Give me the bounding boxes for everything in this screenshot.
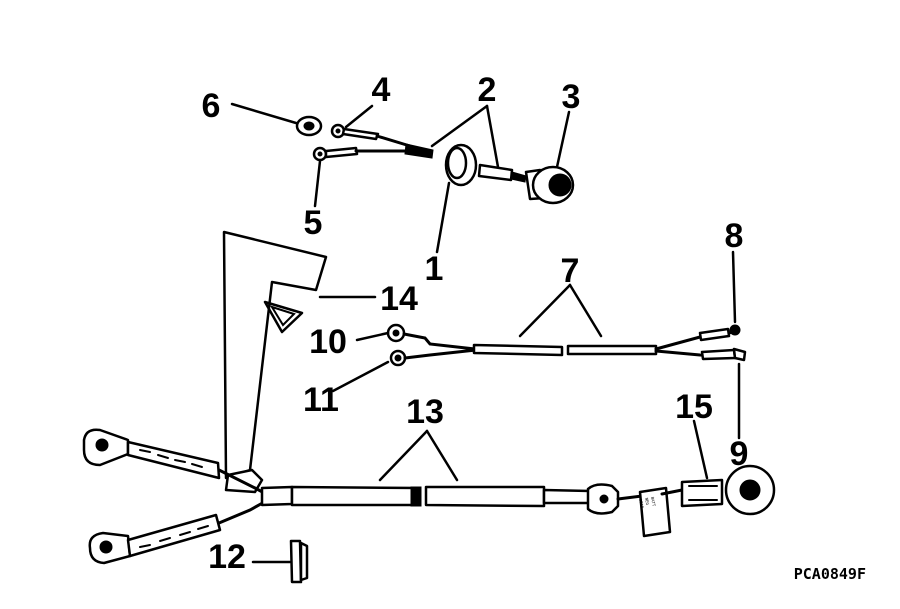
cable-lug-lower-left <box>88 513 222 565</box>
tag-label: BATTNEGLEAD <box>638 486 672 538</box>
terminal-part-8 <box>698 324 741 342</box>
callout-14: 14 <box>380 280 418 318</box>
leader-lines <box>230 102 741 564</box>
callout-2: 2 <box>478 71 497 109</box>
lead-wires-to-connector <box>354 134 434 159</box>
pin-part-2 <box>477 163 527 183</box>
boot-connector-part-3 <box>524 165 575 205</box>
washer-part-6 <box>295 115 323 137</box>
terminal-part-15 <box>680 464 776 516</box>
callout-9: 9 <box>730 435 749 473</box>
callout-11: 11 <box>303 381 339 419</box>
svg-text:BATTNEGLEAD: BATTNEGLEAD <box>638 496 657 509</box>
callout-7: 7 <box>561 252 580 290</box>
ring-terminal-part-10 <box>386 323 406 343</box>
callout-5: 5 <box>304 204 323 242</box>
callout-13: 13 <box>406 393 444 431</box>
ring-terminal-part-5 <box>312 146 359 162</box>
callout-labels: 6 4 2 3 5 1 7 8 9 10 11 12 13 14 15 <box>202 71 749 576</box>
callout-4: 4 <box>372 71 391 109</box>
callout-12: 12 <box>208 538 246 576</box>
middle-harness <box>386 323 747 367</box>
grommet-part-12 <box>289 539 309 584</box>
callout-10: 10 <box>309 323 347 361</box>
callout-15: 15 <box>675 388 713 426</box>
callout-1: 1 <box>425 250 444 288</box>
callout-6: 6 <box>202 87 221 125</box>
callout-3: 3 <box>562 78 581 116</box>
drawing-code: PCA0849F <box>794 565 866 583</box>
callout-8: 8 <box>725 217 744 255</box>
switch-housing-part-14 <box>222 230 328 494</box>
ring-terminal-part-4 <box>330 123 380 141</box>
terminal-part-9 <box>700 347 747 362</box>
ring-terminal-part-11 <box>389 349 407 367</box>
cable-lug-upper-left <box>82 428 221 480</box>
lower-harness: BATTNEGLEAD <box>82 428 776 584</box>
grommet-part-1 <box>444 143 478 187</box>
